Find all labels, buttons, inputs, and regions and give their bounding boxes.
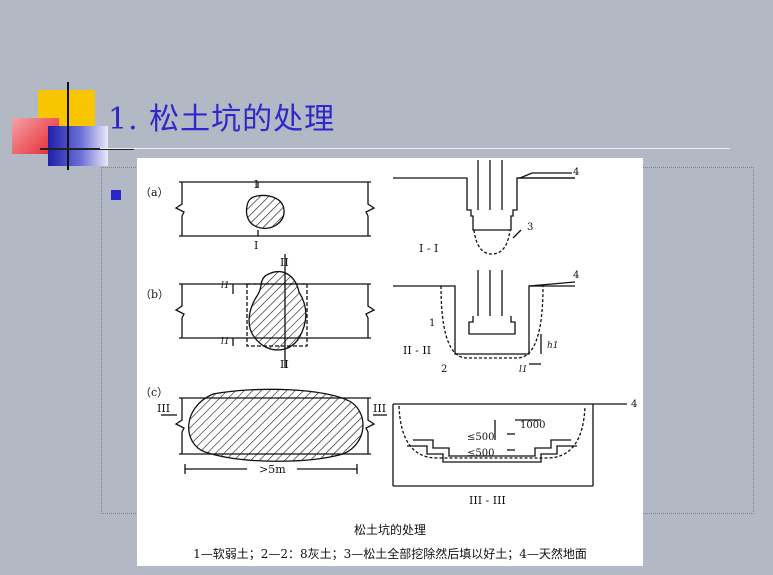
dim-1000: 1000 bbox=[520, 420, 545, 431]
figure-drawing: （a） I I bbox=[140, 160, 637, 507]
view-III-III-label: III - III bbox=[469, 494, 506, 507]
view-I-I-label: I - I bbox=[419, 242, 438, 255]
dim-500-a: ≤500 bbox=[467, 432, 494, 443]
section-III-III bbox=[392, 403, 627, 487]
number-1: 1 bbox=[429, 318, 435, 329]
section-III-right-label: III bbox=[373, 402, 386, 415]
label-b: （b） bbox=[140, 288, 169, 301]
decor-horizontal-line bbox=[40, 148, 134, 150]
label-a: （a） bbox=[140, 186, 169, 199]
figure-loose-soil-pit: （a） I I bbox=[137, 158, 643, 566]
plan-a bbox=[174, 181, 376, 237]
section-I-I bbox=[393, 160, 575, 255]
dim-l1-right: l1 bbox=[519, 365, 528, 375]
dim-5m: >5m bbox=[259, 463, 286, 476]
number-4-c: 4 bbox=[631, 399, 637, 410]
figure-caption-title: 松土坑的处理 bbox=[353, 523, 426, 537]
section-I-top-label: I bbox=[254, 178, 258, 191]
section-III-left-label: III bbox=[157, 402, 170, 415]
number-4-a: 4 bbox=[573, 167, 579, 178]
plan-b bbox=[174, 254, 376, 368]
view-II-II-label: II - II bbox=[403, 344, 431, 357]
decor-blue-square bbox=[48, 126, 108, 166]
label-c: （c） bbox=[140, 386, 168, 399]
dim-l1-bottom: l1 bbox=[221, 337, 230, 347]
decor-vertical-line bbox=[67, 82, 69, 170]
number-3: 3 bbox=[527, 222, 533, 233]
section-II-II bbox=[393, 270, 576, 365]
number-4-b: 4 bbox=[573, 270, 579, 281]
section-II-bottom-label: II bbox=[280, 358, 289, 371]
number-2: 2 bbox=[441, 364, 447, 375]
plan-c bbox=[161, 388, 387, 474]
dim-h1: h1 bbox=[547, 341, 559, 351]
dim-l1-top: l1 bbox=[221, 281, 230, 291]
bullet-square-icon bbox=[111, 190, 121, 200]
section-II-top-label: II bbox=[280, 256, 289, 269]
title-underline bbox=[100, 148, 730, 149]
dim-500-b: ≤500 bbox=[467, 448, 494, 459]
slide-title: 1. 松土坑的处理 bbox=[108, 102, 336, 137]
figure-caption-legend: 1—软弱土；2—2：8灰土；3—松土全部挖除然后填以好土；4—天然地面 bbox=[193, 547, 587, 561]
section-I-bottom-label: I bbox=[254, 239, 258, 252]
